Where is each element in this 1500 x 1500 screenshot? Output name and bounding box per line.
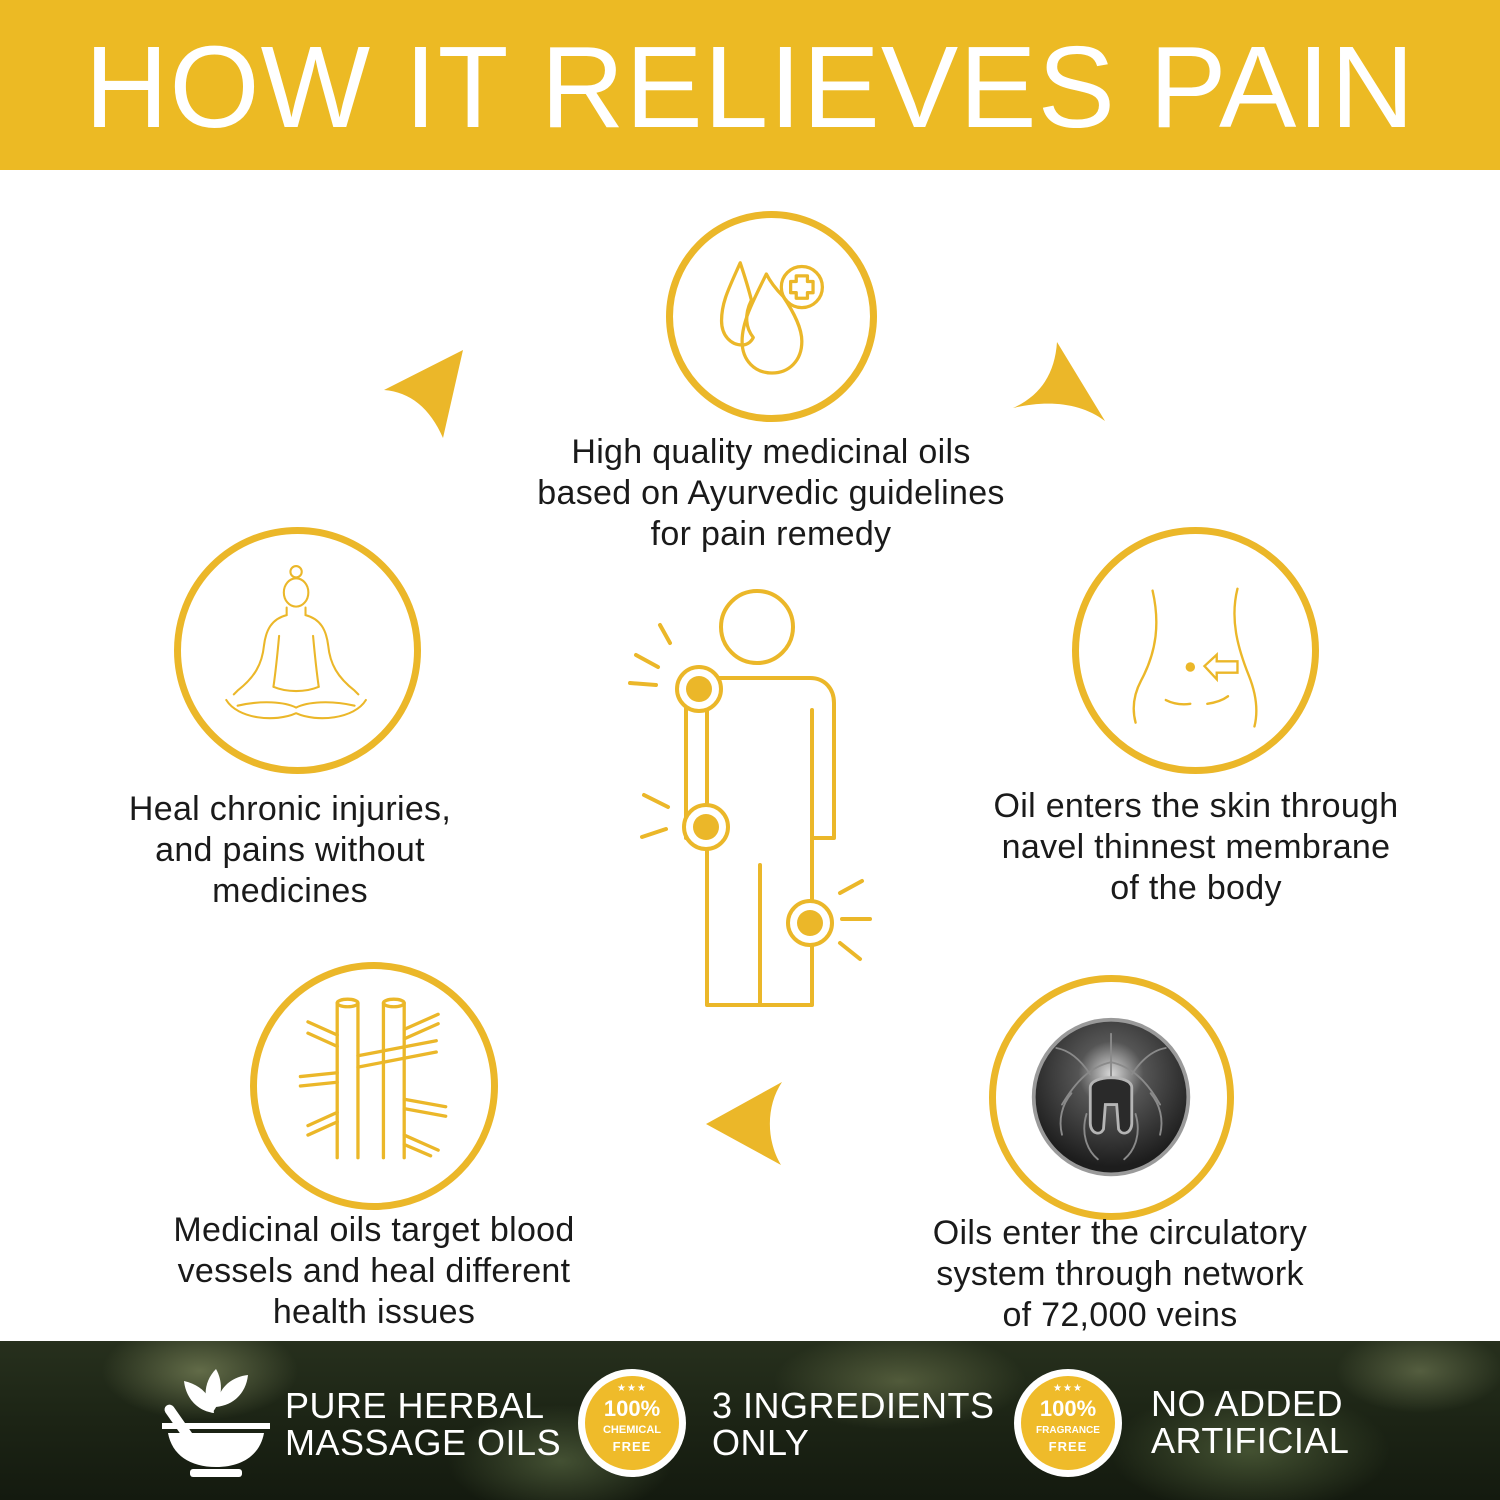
seal-percent: 100% <box>1039 1396 1097 1421</box>
step-vessels-circle <box>250 962 498 1210</box>
badge-line: PURE HERBAL <box>285 1385 545 1426</box>
seal-label: FREE <box>612 1439 652 1454</box>
star-icons: ★★★ <box>1053 1383 1083 1394</box>
vein-network-icon <box>1031 1017 1191 1177</box>
caption-line: system through network <box>936 1255 1304 1293</box>
fragrance-free-seal: ★★★ 100% FRAGRANCE FREE <box>1014 1369 1122 1477</box>
badge-herbal-text: PURE HERBAL MASSAGE OILS <box>285 1387 561 1461</box>
footer-banner: PURE HERBAL MASSAGE OILS ★★★ 100% CHEMIC… <box>0 1341 1500 1500</box>
chemical-free-seal: ★★★ 100% CHEMICAL FREE <box>578 1369 686 1477</box>
badge-ingredients-text: 3 INGREDIENTS ONLY <box>712 1387 995 1461</box>
caption-line: for pain remedy <box>650 515 892 553</box>
seal-percent: 100% <box>603 1396 661 1421</box>
step-oil-drops-circle <box>666 211 877 422</box>
badge-line: ARTIFICIAL <box>1151 1420 1350 1461</box>
navel-arrow-icon <box>1132 587 1258 728</box>
star-icons: ★★★ <box>617 1383 647 1394</box>
step-meditation-circle <box>174 527 421 774</box>
oil-drops-plus-icon <box>719 261 825 375</box>
caption-line: Oil enters the skin through <box>993 787 1399 825</box>
meditation-pose-icon <box>225 565 367 720</box>
seal-label: CHEMICAL <box>602 1424 662 1436</box>
step-meditation-caption: Heal chronic injuries, and pains without… <box>60 789 520 912</box>
arrow-top-right-icon <box>1013 342 1105 421</box>
caption-line: of the body <box>1110 869 1282 907</box>
caption-line: High quality medicinal oils <box>571 433 971 471</box>
caption-line: vessels and heal different <box>177 1252 571 1290</box>
caption-line: medicines <box>212 872 368 910</box>
caption-line: health issues <box>272 1293 476 1331</box>
blood-vessels-icon <box>298 997 448 1160</box>
arrow-bottom-left-icon <box>706 1082 782 1165</box>
caption-line: of 72,000 veins <box>1002 1296 1238 1334</box>
caption-line: Oils enter the circulatory <box>932 1214 1308 1252</box>
step-navel-caption: Oil enters the skin through navel thinne… <box>916 786 1476 909</box>
step-veins-caption: Oils enter the circulatory system throug… <box>870 1213 1370 1336</box>
step-navel-circle <box>1072 527 1319 774</box>
seal-label: FRAGRANCE <box>1036 1425 1100 1436</box>
caption-line: based on Ayurvedic guidelines <box>537 474 1005 512</box>
caption-line: Medicinal oils target blood <box>173 1211 575 1249</box>
caption-line: navel thinnest membrane <box>1001 828 1391 866</box>
arrow-top-left-icon <box>384 350 463 438</box>
step-vessels-caption: Medicinal oils target blood vessels and … <box>124 1210 624 1333</box>
caption-line: and pains without <box>155 831 425 869</box>
badge-line: 3 INGREDIENTS <box>712 1385 995 1426</box>
step-oil-drops-caption: High quality medicinal oils based on Ayu… <box>471 432 1071 555</box>
seal-label: FREE <box>1048 1439 1088 1454</box>
herbal-mortar-icon <box>162 1369 270 1477</box>
badge-line: ONLY <box>712 1422 810 1463</box>
page-title: HOW IT RELIEVES PAIN <box>84 22 1416 152</box>
body-pain-points-icon <box>628 589 872 1007</box>
badge-line: NO ADDED <box>1151 1383 1344 1424</box>
badge-line: MASSAGE OILS <box>285 1422 562 1463</box>
step-veins-circle <box>989 975 1234 1220</box>
header-banner: HOW IT RELIEVES PAIN <box>0 0 1500 170</box>
badge-no-artificial-text: NO ADDED ARTIFICIAL <box>1151 1385 1349 1459</box>
caption-line: Heal chronic injuries, <box>128 790 452 828</box>
